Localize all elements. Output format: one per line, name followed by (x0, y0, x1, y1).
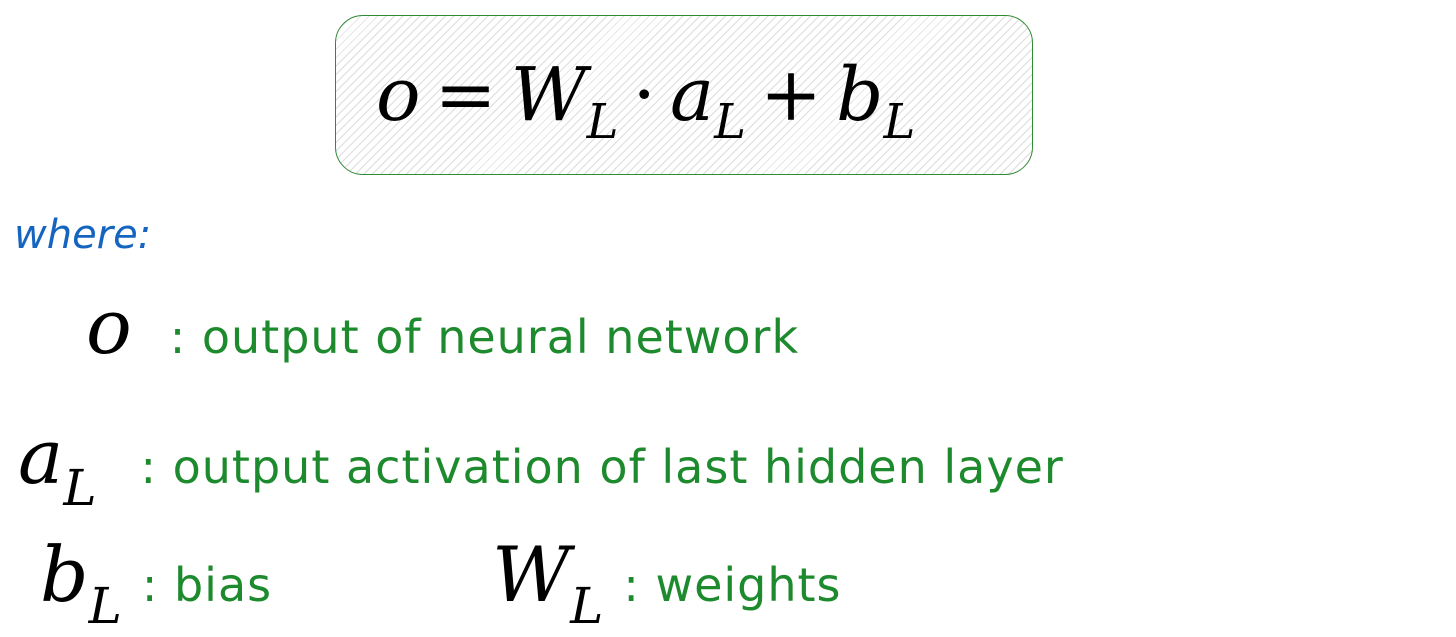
symbol-w: W (492, 530, 571, 619)
symbol-w-sub: L (570, 577, 604, 635)
definition-weights: WL : weights (492, 530, 842, 635)
symbol-a-sub: L (63, 459, 97, 517)
formula-box: o=WL·aL+bL (335, 15, 1033, 175)
formula-activation: a (670, 52, 715, 138)
plus-sign: + (760, 52, 823, 138)
formula-output: o (376, 52, 421, 138)
where-label: where: (14, 212, 152, 258)
definition-text: : weights (623, 558, 842, 612)
definition-output: o : output of neural network (86, 282, 799, 371)
definition-text: : bias (141, 558, 273, 612)
formula-bias-sub: L (883, 94, 916, 150)
equals-sign: = (434, 52, 497, 138)
symbol-b: b (40, 530, 89, 619)
formula: o=WL·aL+bL (376, 58, 915, 146)
formula-weights: W (510, 52, 587, 138)
symbol-o: o (86, 282, 132, 371)
symbol-a: a (18, 412, 64, 501)
definition-activation: aL : output activation of last hidden la… (18, 412, 1064, 517)
definition-text: : output activation of last hidden layer (140, 440, 1064, 494)
definition-text: : output of neural network (169, 310, 800, 364)
formula-bias: b (836, 52, 884, 138)
dot-operator: · (632, 52, 657, 138)
formula-weights-sub: L (586, 94, 619, 150)
definition-bias: bL : bias (40, 530, 273, 635)
symbol-b-sub: L (88, 577, 122, 635)
formula-activation-sub: L (714, 94, 747, 150)
